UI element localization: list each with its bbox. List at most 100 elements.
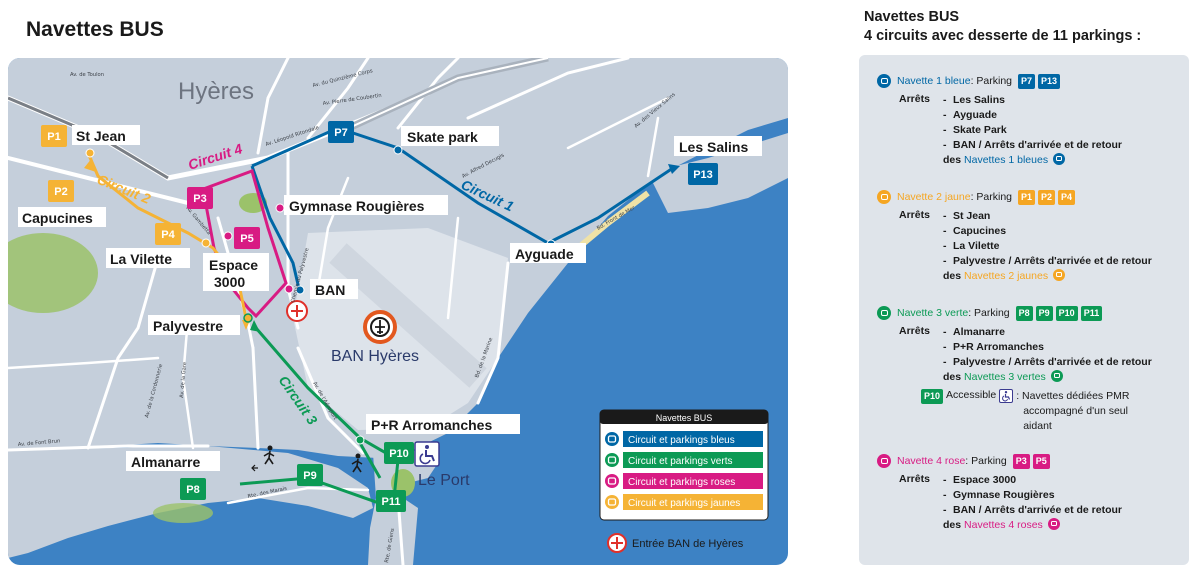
bus-icon: [605, 453, 619, 467]
parking-badge-p1: P1: [47, 131, 60, 143]
stop-dot-palyvestre: [243, 313, 253, 323]
parking-badge: P11: [1080, 305, 1103, 321]
stops-list: -Espace 3000-Gymnase Rougières-BAN / Arr…: [943, 473, 1187, 533]
list-item: -BAN / Arrêts d'arrivée et de retour: [943, 139, 1122, 151]
bus-icon: [605, 432, 619, 446]
list-item: -Les Salins: [943, 94, 1005, 106]
parking-badge: P13: [1038, 73, 1061, 89]
stop-dot-arromanches: [355, 435, 365, 445]
list-item: -Palyvestre / Arrêts d'arrivée et de ret…: [943, 356, 1152, 368]
parking-badge: P2: [1038, 189, 1056, 205]
airport-zone: [293, 228, 508, 430]
parking-badge-p11: P11: [382, 496, 401, 508]
airport-runway: [329, 243, 487, 388]
parking-badge: P7: [1018, 73, 1036, 89]
navette-name: Navette 4 rose: [897, 455, 966, 467]
parking-label: : Parking: [970, 75, 1012, 87]
stops-list: -Les Salins -Ayguade -Skate Park -BAN / Arr…: [943, 93, 1187, 168]
bus-icon: [1053, 269, 1066, 281]
parking-label: : Parking: [970, 191, 1012, 203]
airport-entry-marker: [286, 300, 308, 322]
street-label: Av. de Toulon: [70, 72, 104, 78]
shuttle-map: Av. de Toulon Av. du Quinzième Corps Av.…: [8, 58, 788, 565]
stop-label-arromanches: P+R Arromanches: [371, 417, 492, 433]
stops-label: Arrêts: [899, 209, 930, 221]
legend-item-label: Circuit et parkings jaunes: [628, 498, 740, 509]
list-item: -Palyvestre / Arrêts d'arrivée et de ret…: [943, 255, 1152, 267]
parking-badge: P4: [1058, 189, 1076, 205]
stop-dot-skate: [393, 145, 403, 155]
legend-swatch: [623, 431, 763, 447]
parking-badge: P8: [1015, 305, 1033, 321]
stop-label-gymnase: Gymnase Rougières: [289, 198, 425, 214]
list-item: -Ayguade: [943, 109, 997, 121]
list-item: -Skate Park: [943, 124, 1007, 136]
stop-dot-espace3000: [223, 231, 233, 241]
airport-icon: [363, 310, 397, 344]
stop-label-almanarre: Almanarre: [131, 454, 200, 470]
stops-label: Arrêts: [899, 93, 930, 105]
stop-dot-la-vilette: [201, 238, 211, 248]
wheelchair-icon: [999, 389, 1014, 403]
pedestrian-icon: [251, 445, 275, 472]
parking-badge: P5: [1032, 453, 1050, 469]
stop-dot-ban-pink: [284, 284, 294, 294]
stop-label-ayguade: Ayguade: [515, 246, 574, 262]
stop-label-skate-park: Skate park: [407, 129, 478, 145]
legend-swatch: [623, 494, 763, 510]
list-item: des Navettes 4 roses: [943, 518, 1187, 533]
legend-item-label: Circuit et parkings bleus: [628, 435, 735, 446]
bus-icon: [877, 74, 891, 88]
parking-badge-p4: P4: [161, 229, 175, 241]
park-vilette: [8, 233, 98, 313]
navette-name: Navette 2 jaune: [897, 191, 971, 203]
port-label: Le Port: [418, 472, 470, 489]
parking-badge-p9: P9: [303, 470, 316, 482]
parking-badge: P1: [1018, 189, 1036, 205]
navette-name: Navette 1 bleue: [897, 75, 971, 87]
street-label: Av. de Font Brun: [18, 438, 61, 448]
stop-dot-ban-blue: [295, 285, 305, 295]
list-item: -St Jean: [943, 210, 991, 222]
bus-icon: [1047, 518, 1060, 530]
town-label: Hyères: [178, 78, 254, 105]
stop-label-palyvestre: Palyvestre: [153, 318, 223, 334]
bus-icon: [1050, 370, 1063, 382]
beach-ayguade: [576, 190, 650, 251]
list-item: des Navettes 3 vertes: [943, 370, 1187, 385]
parking-badge-p13: P13: [693, 169, 713, 181]
parking-badge: P3: [1012, 453, 1030, 469]
legend-entry-label: Entrée BAN de Hyères: [632, 538, 744, 550]
land-almanarre: [8, 446, 373, 558]
panel-title: Navettes BUS 4 circuits avec desserte de…: [864, 9, 1142, 44]
parking-badge-p7: P7: [334, 127, 347, 139]
list-item: des Navettes 2 jaunes: [943, 269, 1187, 284]
parking-badge: P10: [921, 389, 944, 404]
stop-label-la-vilette: La Vilette: [110, 251, 172, 267]
list-item: -Almanarre: [943, 326, 1005, 338]
bus-icon: [1053, 153, 1066, 165]
parking-label: : Parking: [965, 455, 1007, 467]
map-legend: Navettes BUS Circuit et parkings bleusCi…: [599, 409, 769, 553]
wheelchair-icon: [414, 441, 440, 467]
bus-icon: [877, 190, 891, 204]
list-item: -Capucines: [943, 225, 1007, 237]
pedestrian-icon: [351, 453, 363, 473]
list-item: -Gymnase Rougières: [943, 489, 1055, 501]
stop-dot-gymnase: [275, 203, 285, 213]
stops-list: -Almanarre -P+R Arromanches -Palyvestre / …: [943, 325, 1187, 385]
parking-badge: P10: [1055, 305, 1078, 321]
list-item: -BAN / Arrêts d'arrivée et de retour: [943, 504, 1122, 516]
pmr-accessible-label: Accessible: [946, 389, 997, 401]
parking-badge: P9: [1035, 305, 1053, 321]
list-item: -P+R Arromanches: [943, 341, 1044, 353]
parking-badge-p3: P3: [193, 193, 206, 205]
bus-icon: [605, 495, 619, 509]
parking-label: : Parking: [968, 307, 1010, 319]
